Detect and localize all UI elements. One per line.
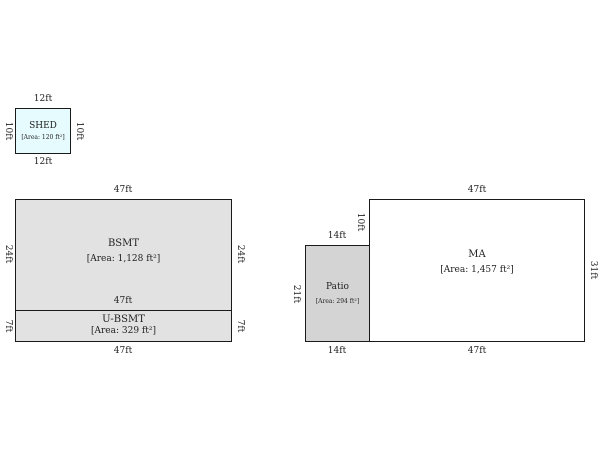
dimension-label: 12ft bbox=[33, 157, 53, 167]
room-bsmt: BSMT [Area: 1,128 ft²] bbox=[15, 199, 232, 311]
dimension-label: 47ft bbox=[467, 185, 487, 195]
dimension-label: 14ft bbox=[327, 231, 347, 241]
room-area: [Area: 120 ft²] bbox=[21, 134, 65, 141]
room-patio: Patio [Area: 294 ft²] bbox=[305, 245, 370, 342]
dimension-label: 10ft bbox=[3, 121, 13, 141]
dimension-label: 10ft bbox=[74, 121, 84, 141]
dimension-label: 47ft bbox=[113, 346, 133, 356]
room-area: [Area: 1,457 ft²] bbox=[440, 265, 514, 275]
room-label: MA bbox=[468, 249, 486, 260]
dimension-label: 7ft bbox=[235, 319, 245, 333]
room-label: BSMT bbox=[107, 238, 140, 249]
dimension-label: 7ft bbox=[3, 319, 13, 333]
dimension-label: 24ft bbox=[3, 244, 13, 264]
dimension-label: 12ft bbox=[33, 94, 53, 104]
dimension-label: 47ft bbox=[467, 346, 487, 356]
room-shed: SHED [Area: 120 ft²] bbox=[15, 108, 71, 154]
dimension-label: 47ft bbox=[113, 185, 133, 195]
room-area: [Area: 329 ft²] bbox=[90, 326, 156, 336]
room-area: [Area: 1,128 ft²] bbox=[86, 254, 161, 264]
room-label: Patio bbox=[326, 282, 349, 292]
dimension-label: 10ft bbox=[355, 212, 365, 232]
room-u-bsmt: U-BSMT [Area: 329 ft²] bbox=[15, 310, 232, 342]
dimension-label: 31ft bbox=[588, 260, 598, 280]
room-area: [Area: 294 ft²] bbox=[315, 298, 360, 305]
room-label: SHED bbox=[29, 121, 57, 131]
room-ma: MA [Area: 1,457 ft²] bbox=[369, 199, 585, 342]
dimension-label: 21ft bbox=[291, 284, 301, 304]
room-label: U-BSMT bbox=[102, 314, 145, 325]
dimension-label: 24ft bbox=[235, 244, 245, 264]
dimension-label: 47ft bbox=[113, 296, 133, 306]
dimension-label: 14ft bbox=[327, 346, 347, 356]
